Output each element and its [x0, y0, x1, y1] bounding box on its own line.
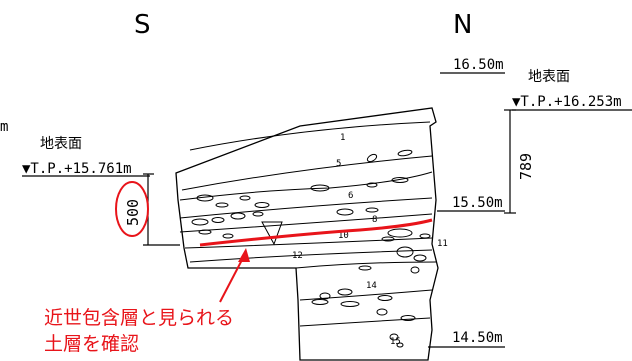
south-ground-label: 地表面 [40, 136, 82, 152]
elevation-label-14-50: 14.50m [452, 330, 503, 346]
height-highlight-ellipse [115, 181, 149, 237]
annotation-arrow [219, 248, 250, 303]
elevation-mark-14-50: 14.50m [428, 330, 505, 348]
elevation-label-16-50: 16.50m [453, 57, 504, 73]
layer-number-14: 14 [366, 281, 377, 291]
soil-section-profile [175, 107, 439, 361]
annotation-line-1: 近世包含層と見られる [44, 307, 234, 329]
elevation-mark-15-50: 15.50m [437, 195, 505, 212]
north-height-dimension: 789 [504, 109, 535, 214]
layer-number-8: 8 [372, 215, 377, 225]
north-ground-elevation: ▼T.P.+16.253m [512, 94, 622, 110]
layer-number-12: 12 [292, 251, 303, 261]
south-ground-surface: m 地表面 ▼T.P.+15.761m [0, 119, 150, 177]
annotation-line-2: 土層を確認 [44, 333, 139, 355]
layer-number-6: 6 [348, 191, 353, 201]
south-direction-label: S [134, 10, 151, 40]
north-ground-label: 地表面 [528, 69, 570, 85]
south-height-value: 500 [124, 199, 142, 226]
north-height-value: 789 [517, 153, 535, 180]
south-height-dimension: 500 [115, 173, 180, 246]
elevation-mark-16-50: 16.50m [440, 57, 505, 74]
elevation-label-15-50: 15.50m [452, 195, 503, 211]
layer-number-1: 1 [340, 133, 345, 143]
south-ground-elevation: ▼T.P.+15.761m [22, 161, 132, 177]
layer-number-5: 5 [336, 159, 341, 169]
north-direction-label: N [453, 10, 472, 40]
early-modern-layer-highlight [199, 218, 433, 247]
layer-number-10: 10 [338, 231, 349, 241]
layer-number-11: 11 [437, 239, 448, 249]
layer-number-15: 15 [390, 337, 401, 347]
clipped-left-label: m [0, 119, 8, 135]
north-ground-surface: 地表面 ▼T.P.+16.253m [512, 69, 632, 111]
